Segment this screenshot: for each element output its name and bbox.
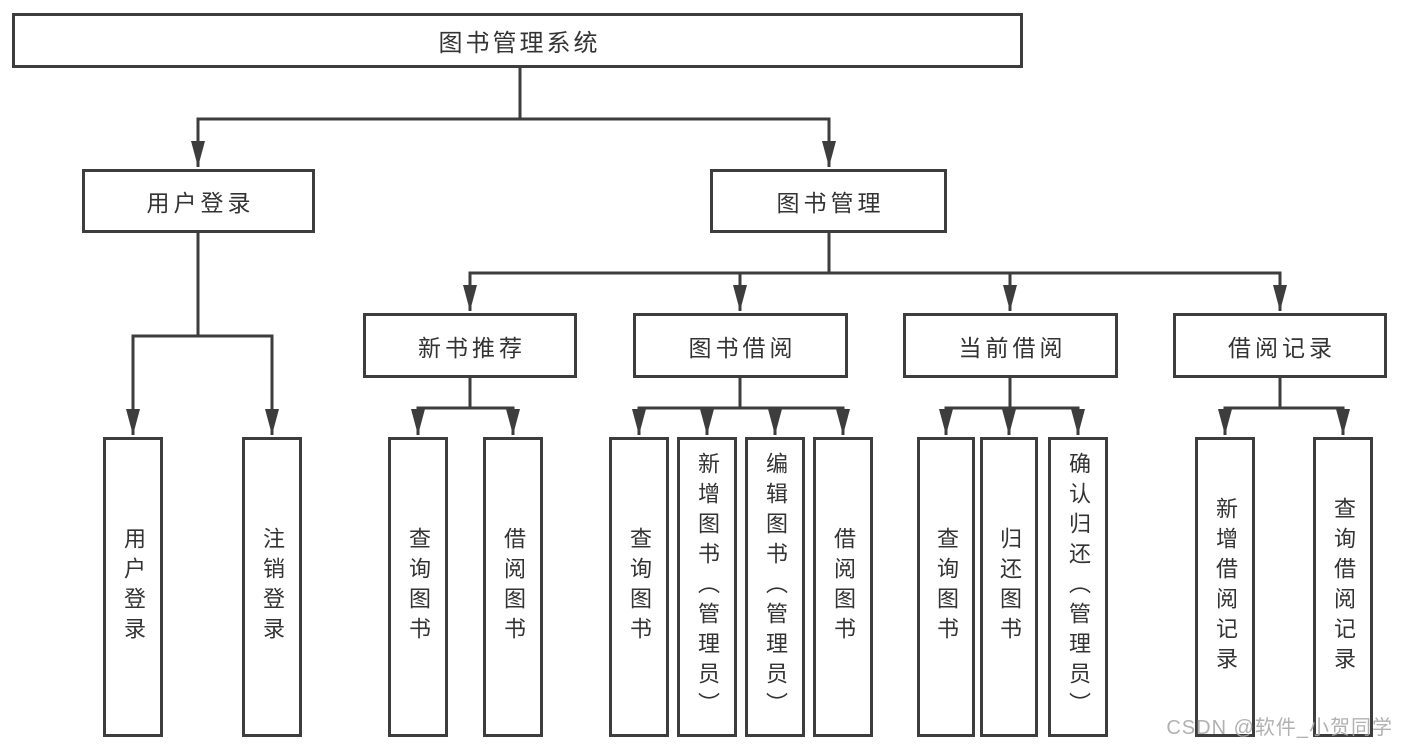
- node-label: 图书借阅: [688, 334, 797, 361]
- connector-root-fork: [196, 68, 831, 121]
- node-label: 新增图书（管理员）: [695, 452, 720, 722]
- node-label: 图书管理: [776, 190, 885, 216]
- node-label: 编辑图书（管理员）: [763, 452, 788, 722]
- node-borrow-records: 借阅记录: [1173, 313, 1387, 378]
- node-label: 归还图书: [997, 527, 1022, 647]
- node-label: 确认归还（管理员）: [1066, 452, 1091, 722]
- leaf-query-book-recommend: 查询图书: [388, 437, 448, 737]
- leaf-query-book-borrow: 查询图书: [609, 437, 669, 737]
- node-current-borrow: 当前借阅: [903, 313, 1118, 378]
- node-label: 借阅图书: [831, 527, 856, 647]
- node-new-book-recommend: 新书推荐: [363, 313, 577, 378]
- node-label: 注销登录: [260, 527, 285, 647]
- leaf-query-borrow-record: 查询借阅记录: [1313, 437, 1373, 737]
- node-label: 当前借阅: [958, 334, 1067, 361]
- node-library-system-root: 图书管理系统: [12, 13, 1023, 68]
- node-label: 借阅记录: [1228, 334, 1336, 361]
- leaf-borrow-book-recommend: 借阅图书: [483, 437, 543, 737]
- node-label: 新书推荐: [418, 334, 526, 361]
- node-user-login: 用户登录: [82, 169, 315, 233]
- node-label: 查询图书: [934, 527, 959, 647]
- csdn-watermark: CSDN @软件_小贺同学: [1166, 717, 1393, 739]
- leaf-add-borrow-record: 新增借阅记录: [1195, 437, 1255, 737]
- leaf-query-book-current: 查询图书: [917, 437, 975, 737]
- leaf-return-book: 归还图书: [980, 437, 1038, 737]
- node-book-borrow: 图书借阅: [633, 313, 848, 378]
- leaf-borrow-book: 借阅图书: [813, 437, 873, 737]
- leaf-logout: 注销登录: [242, 437, 302, 737]
- connector-current-borrow-fork: [944, 378, 1080, 410]
- leaf-add-book-admin: 新增图书（管理员）: [677, 437, 737, 737]
- leaf-edit-book-admin: 编辑图书（管理员）: [745, 437, 805, 737]
- node-label: 用户登录: [146, 190, 255, 216]
- node-label: 新增借阅记录: [1213, 497, 1238, 677]
- node-label: 用户登录: [121, 527, 146, 647]
- node-label: 图书管理系统: [438, 30, 601, 57]
- connector-borrow-record-fork: [1223, 378, 1345, 410]
- node-label: 查询借阅记录: [1331, 497, 1356, 677]
- leaf-user-login: 用户登录: [103, 437, 163, 737]
- node-label: 查询图书: [627, 527, 652, 647]
- connector-user-login-fork: [131, 233, 274, 338]
- connector-book-mgmt-fork: [468, 233, 1282, 275]
- node-book-management: 图书管理: [710, 169, 947, 233]
- connector-new-book-fork: [416, 378, 515, 410]
- connector-book-borrow-fork: [637, 378, 845, 410]
- node-label: 借阅图书: [501, 527, 526, 647]
- node-label: 查询图书: [406, 527, 431, 647]
- leaf-confirm-return-admin: 确认归还（管理员）: [1048, 437, 1108, 737]
